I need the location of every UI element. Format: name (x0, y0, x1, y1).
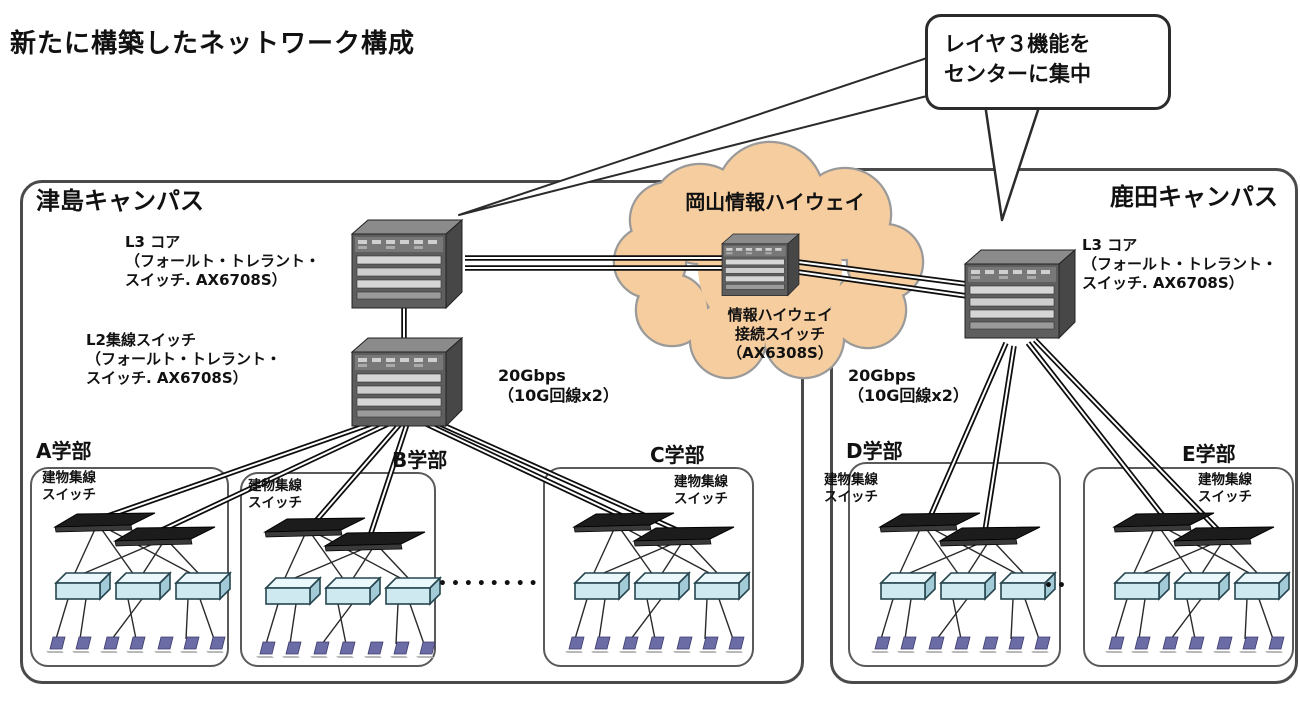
building-switch-label-b: 建物集線 スイッチ (248, 478, 302, 511)
faculty-name-d: D学部 (846, 439, 903, 463)
faculty-devices-a (46, 513, 230, 653)
faculty-name-c: C学部 (650, 443, 705, 467)
l3-core-switch-left-icon (351, 219, 463, 309)
left-fanout-links (104, 415, 681, 537)
campus-left-name: 津島キャンパス (36, 187, 204, 215)
faculty-box-e (1083, 467, 1294, 667)
building-switch-label-a: 建物集線 スイッチ (42, 470, 96, 503)
building-switch-label-c: 建物集線 スイッチ (674, 474, 728, 507)
building-switch-label-d: 建物集線 スイッチ (824, 472, 878, 505)
faculty-devices-b (256, 518, 440, 658)
highway-switch-label: 情報ハイウェイ 接続スイッチ （AX6308S） (727, 306, 833, 363)
l2-aggregation-switch-icon (351, 337, 463, 427)
building-switch-label-e: 建物集線 スイッチ (1198, 472, 1252, 505)
l3-core-switch-right-icon (964, 249, 1076, 339)
campus-right-name: 鹿田キャンパス (1110, 183, 1278, 211)
faculty-devices-d (871, 513, 1055, 653)
faculty-name-e: E学部 (1182, 442, 1236, 466)
faculty-box-c (543, 467, 754, 667)
faculty-name-b: B学部 (392, 448, 448, 472)
trunk-links (401, 255, 968, 340)
right-trunk-bandwidth-label: 20Gbps （10G回線x2） (848, 366, 969, 406)
l2-aggregation-label: L2集線スイッチ （フォールト・トレラント・ スイッチ. AX6708S） (86, 331, 282, 388)
campus-box-tsushima (20, 180, 804, 684)
page-title: 新たに構築したネットワーク構成 (10, 29, 416, 59)
ellipsis-left: •••••••• (438, 576, 542, 592)
ellipsis-right: •• (1044, 578, 1070, 594)
campus-box-shikata (830, 168, 1298, 684)
cloud-name: 岡山情報ハイウェイ (685, 190, 865, 214)
l3-core-right-label: L3 コア （フォールト・トレラント・ スイッチ. AX6708S） (1082, 236, 1278, 293)
faculty-devices-c (565, 513, 749, 653)
faculty-box-a (30, 467, 229, 667)
left-trunk-bandwidth-label: 20Gbps （10G回線x2） (498, 366, 619, 406)
faculty-name-a: A学部 (36, 439, 92, 463)
faculty-devices-e (1105, 513, 1289, 653)
right-fanout-links (927, 338, 1221, 533)
l3-core-left-label: L3 コア （フォールト・トレラント・ スイッチ. AX6708S） (125, 233, 321, 290)
faculty-box-b (240, 472, 436, 667)
cloud-icon (612, 140, 925, 380)
callout-pointers (458, 57, 1042, 222)
callout-balloon: レイヤ３機能を センターに集中 (925, 14, 1171, 110)
highway-switch-icon (721, 233, 800, 296)
